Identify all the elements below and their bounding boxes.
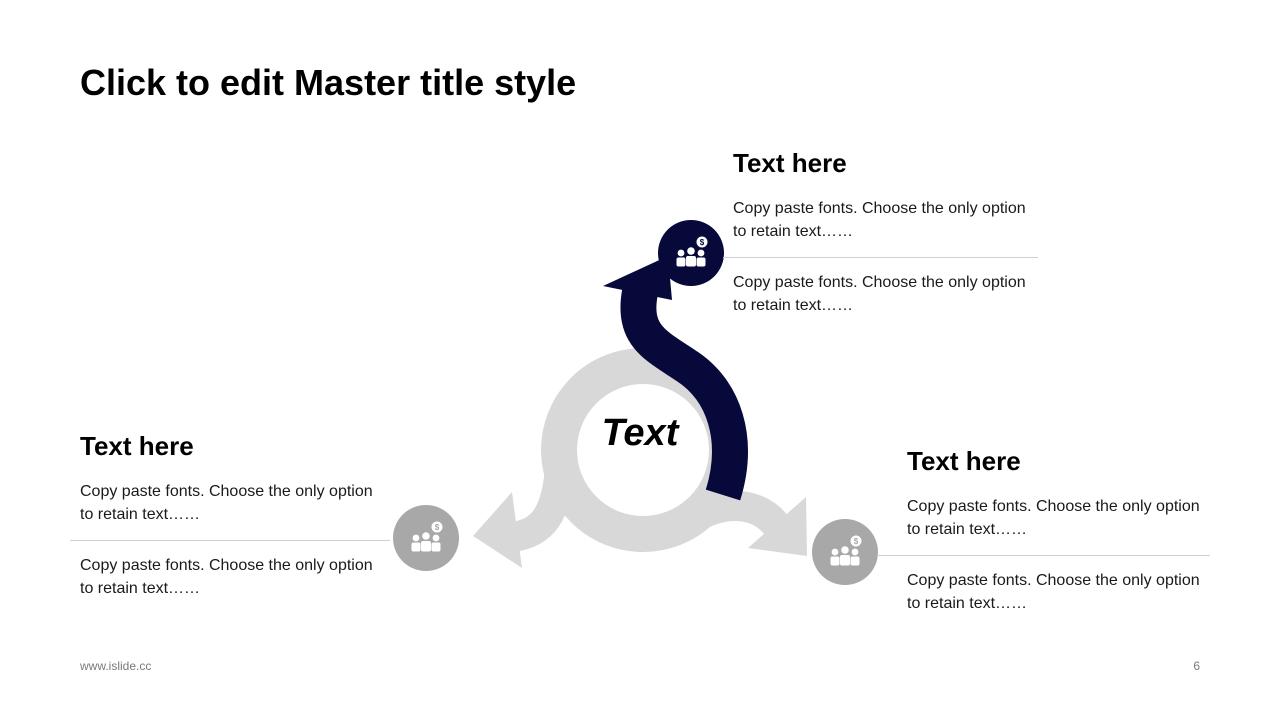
people-dollar-icon: $ (411, 521, 443, 552)
page-number: 6 (1193, 659, 1200, 673)
left-block-divider (70, 540, 390, 541)
people-dollar-icon: $ (676, 236, 708, 267)
right-block-paragraph-1: Copy paste fonts. Choose the only option… (907, 498, 1200, 538)
top-arrow-body (620, 288, 748, 501)
top-icon-circle: $ (658, 220, 724, 286)
center-label: Text (601, 412, 679, 454)
right-block-divider (877, 555, 1210, 556)
right-block-heading: Text here (907, 446, 1021, 476)
right-arrow-head (748, 497, 807, 556)
left-text-block: Text here Copy paste fonts. Choose the o… (70, 431, 390, 600)
footer-url: www.islide.cc (80, 659, 152, 673)
right-icon-circle: $ (812, 519, 878, 585)
right-arrow-body (682, 491, 793, 540)
svg-text:$: $ (854, 537, 859, 546)
slide-title: Click to edit Master title style (80, 62, 577, 103)
left-block-paragraph-2: Copy paste fonts. Choose the only option… (80, 557, 373, 597)
svg-text:$: $ (435, 523, 440, 532)
left-block-paragraph-1: Copy paste fonts. Choose the only option… (80, 483, 373, 523)
left-icon-circle: $ (393, 505, 459, 571)
top-arrow-head (603, 256, 672, 300)
people-dollar-icon: $ (830, 535, 862, 566)
top-block-divider (723, 257, 1038, 258)
top-block-paragraph-1: Copy paste fonts. Choose the only option… (733, 200, 1026, 240)
left-arrow-head (473, 492, 522, 568)
top-block-heading: Text here (733, 148, 847, 178)
svg-text:$: $ (700, 238, 705, 247)
right-text-block: Text here Copy paste fonts. Choose the o… (877, 446, 1210, 615)
left-block-heading: Text here (80, 431, 194, 461)
right-block-paragraph-2: Copy paste fonts. Choose the only option… (907, 572, 1200, 612)
top-block-paragraph-2: Copy paste fonts. Choose the only option… (733, 274, 1026, 314)
top-text-block: Text here Copy paste fonts. Choose the o… (723, 148, 1038, 317)
